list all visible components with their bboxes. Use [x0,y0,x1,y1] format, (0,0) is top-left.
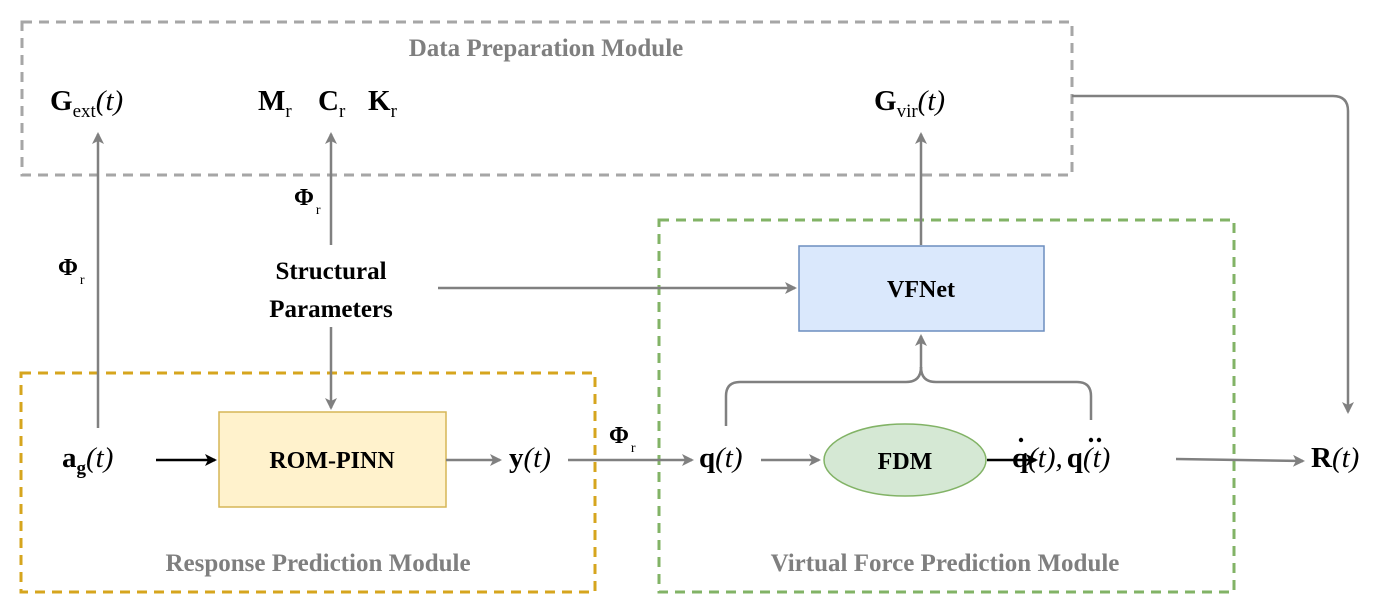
m-r-symbol: Mr [258,85,292,122]
fdm-label: FDM [878,449,933,475]
q-t-symbol: q(t) [699,442,743,474]
data-preparation-title: Data Preparation Module [409,35,684,62]
a-g-symbol: ag(t) [62,442,113,479]
response-prediction-title: Response Prediction Module [165,550,470,577]
fdm-block [823,423,987,497]
merge-qdot-to-vfnet [919,366,1093,420]
arrow-qdot-to-r [1175,454,1305,467]
q-dot-mark [1018,437,1024,443]
q-ddot-mark-2 [1096,437,1102,443]
virtual-force-title: Virtual Force Prediction Module [771,550,1120,577]
vfnet-block [798,245,1045,332]
response-prediction-module-box [19,371,597,594]
structural-parameters-line1: Structural [275,258,386,285]
g-vir-symbol: Gvir(t) [874,85,945,122]
k-r-symbol: Kr [368,85,398,122]
arrow-datamodule-to-r [1072,94,1354,414]
q-dot-ddot-symbol: q(t),q(t) [1012,442,1110,474]
merge-q-to-vfnet [724,366,923,426]
vfnet-label: VFNet [887,277,955,303]
data-preparation-module-box [20,20,1074,177]
q-ddot-mark-1 [1088,437,1094,443]
rom-pinn-label: ROM-PINN [269,448,395,474]
structural-parameters-line2: Parameters [269,296,393,323]
g-ext-symbol: Gext(t) [50,85,123,122]
virtual-force-module-box [657,218,1236,594]
c-r-symbol: Cr [318,85,346,122]
y-t-symbol: y(t) [509,442,551,474]
r-t-symbol: R(t) [1311,442,1359,474]
